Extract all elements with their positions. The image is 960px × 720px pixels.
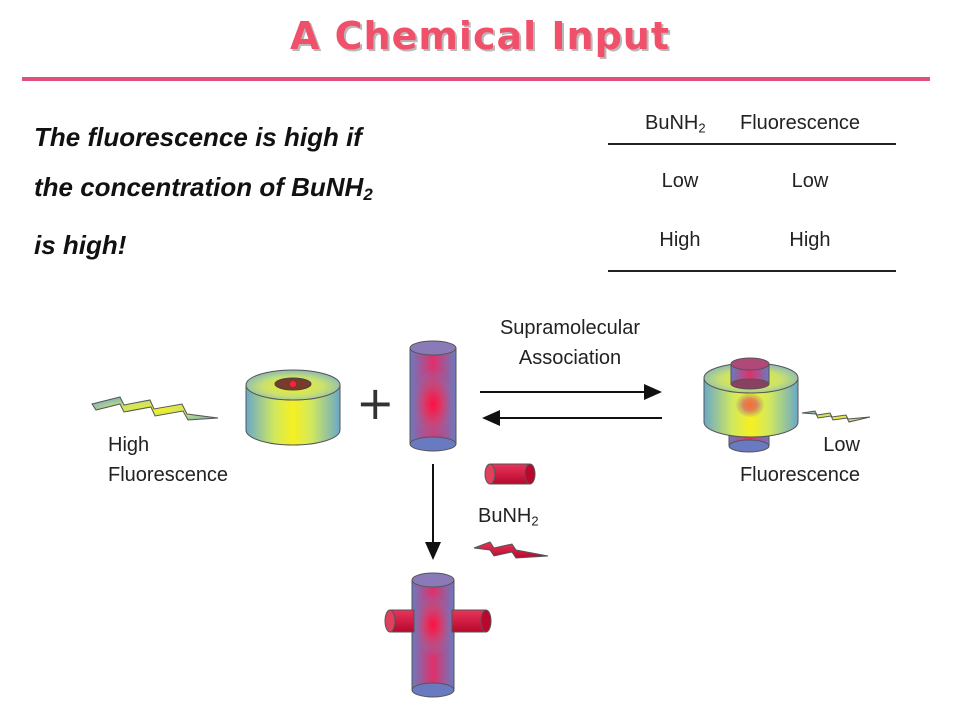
statement-text: The fluorescence is high if the concentr…	[34, 112, 474, 270]
table-top-rule	[608, 143, 896, 145]
table-header-bunh2: BuNH2	[645, 112, 706, 136]
bound-rod-complex	[384, 572, 492, 698]
table-cell: Low	[661, 170, 699, 192]
bunh2-lightning	[473, 541, 549, 559]
table-cell: High	[659, 229, 701, 251]
page-title: A Chemical Input	[289, 14, 670, 58]
statement-line-2: the concentration of BuNH2	[34, 172, 373, 205]
title-underline	[22, 77, 930, 81]
statement-line-1: The fluorescence is high if	[34, 122, 362, 152]
table-header-fluorescence: Fluorescence	[740, 112, 861, 134]
table-bottom-rule	[608, 270, 896, 272]
high-fluorescence-lightning	[91, 396, 219, 421]
high-fluorescence-label: High Fluorescence	[108, 434, 229, 486]
plus-sign: +	[356, 376, 395, 430]
table-cell: Low	[791, 170, 829, 192]
association-label: Supramolecular Association	[499, 317, 641, 369]
table-cell: High	[789, 229, 831, 251]
statement-line-3: is high!	[34, 230, 127, 261]
low-fluorescence-label: Low Fluorescence	[739, 434, 860, 486]
guest-rod	[409, 340, 457, 452]
bunh2-label: BuNH2	[478, 505, 539, 529]
low-fluorescence-lightning	[801, 410, 871, 423]
bunh2-molecule	[484, 463, 536, 485]
host-macrocycle	[245, 369, 341, 446]
